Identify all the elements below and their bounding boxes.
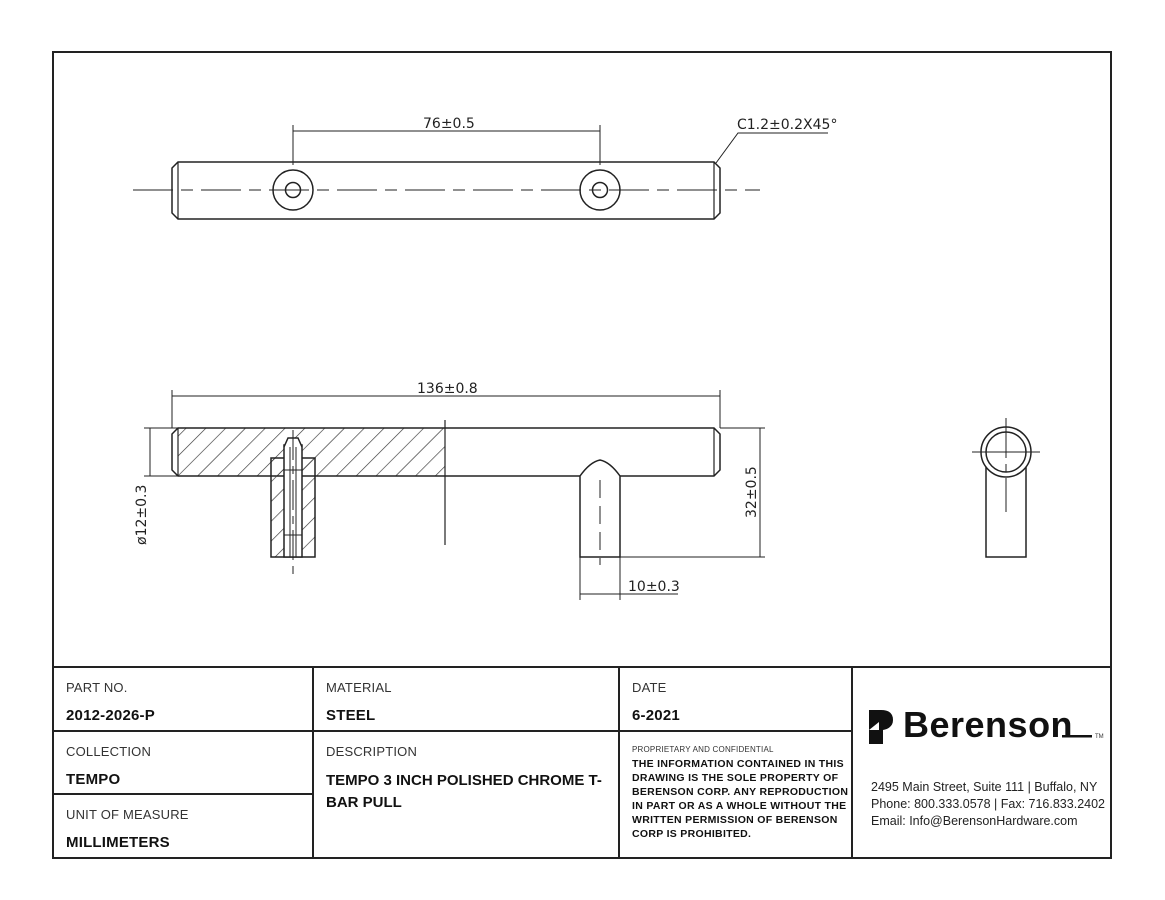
trademark: TM xyxy=(1095,734,1104,740)
confidential-title: PROPRIETARY AND CONFIDENTIAL xyxy=(632,745,774,754)
part-no-value: 2012-2026-P xyxy=(66,707,155,724)
company-email: Email: Info@BerensonHardware.com xyxy=(871,814,1078,828)
dim-hole-spacing: 76±0.5 xyxy=(423,116,475,132)
date-label: DATE xyxy=(632,680,667,695)
company-name: Berenson xyxy=(903,704,1074,745)
unit-label: UNIT OF MEASURE xyxy=(66,807,189,822)
side-view xyxy=(144,390,765,600)
confidential-text: THE INFORMATION CONTAINED IN THIS DRAWIN… xyxy=(632,758,849,840)
mount-hole-left-icon xyxy=(272,169,314,211)
collection-value: TEMPO xyxy=(66,771,121,788)
dim-post-width: 10±0.3 xyxy=(628,579,680,595)
unit-value: MILLIMETERS xyxy=(66,834,170,851)
dim-overall-length: 136±0.8 xyxy=(417,381,478,397)
title-block: PART NO. 2012-2026-P MATERIAL STEEL DATE… xyxy=(52,666,1112,859)
material-label: MATERIAL xyxy=(326,680,392,695)
part-no-label: PART NO. xyxy=(66,680,128,695)
logo-underline xyxy=(1062,735,1092,738)
berenson-logo-icon xyxy=(867,708,897,751)
mount-hole-right-icon xyxy=(579,169,621,211)
date-value: 6-2021 xyxy=(632,707,680,724)
technical-drawing: 76±0.5 C1.2±0.2X45° xyxy=(133,116,1040,600)
company-address: 2495 Main Street, Suite 111 | Buffalo, N… xyxy=(871,780,1098,794)
top-view xyxy=(133,125,828,220)
material-value: STEEL xyxy=(326,707,376,724)
dim-chamfer: C1.2±0.2X45° xyxy=(737,117,837,133)
drawing-sheet xyxy=(52,51,1112,859)
collection-label: COLLECTION xyxy=(66,744,152,759)
dim-diameter: ø12±0.3 xyxy=(134,485,150,545)
description-label: DESCRIPTION xyxy=(326,744,418,759)
description-value: TEMPO 3 INCH POLISHED CHROME T-BAR PULL xyxy=(326,772,602,811)
company-phone-fax: Phone: 800.333.0578 | Fax: 716.833.2402 xyxy=(871,797,1105,811)
dim-projection: 32±0.5 xyxy=(744,466,760,518)
end-view xyxy=(972,418,1040,558)
